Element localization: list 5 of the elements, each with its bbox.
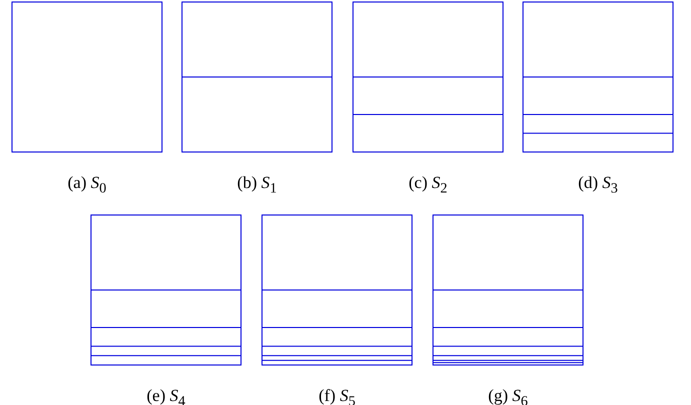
subfigure-caption: (c) S$_{2}$ <box>408 173 448 198</box>
subfigure-caption: (a) S$_{0}$ <box>68 173 106 198</box>
subfigure-caption: (d) S$_{3}$ <box>578 173 618 198</box>
subfigure-caption: (e) S$_{4}$ <box>146 386 186 405</box>
subfigure-caption: (b) S$_{1}$ <box>237 173 277 198</box>
